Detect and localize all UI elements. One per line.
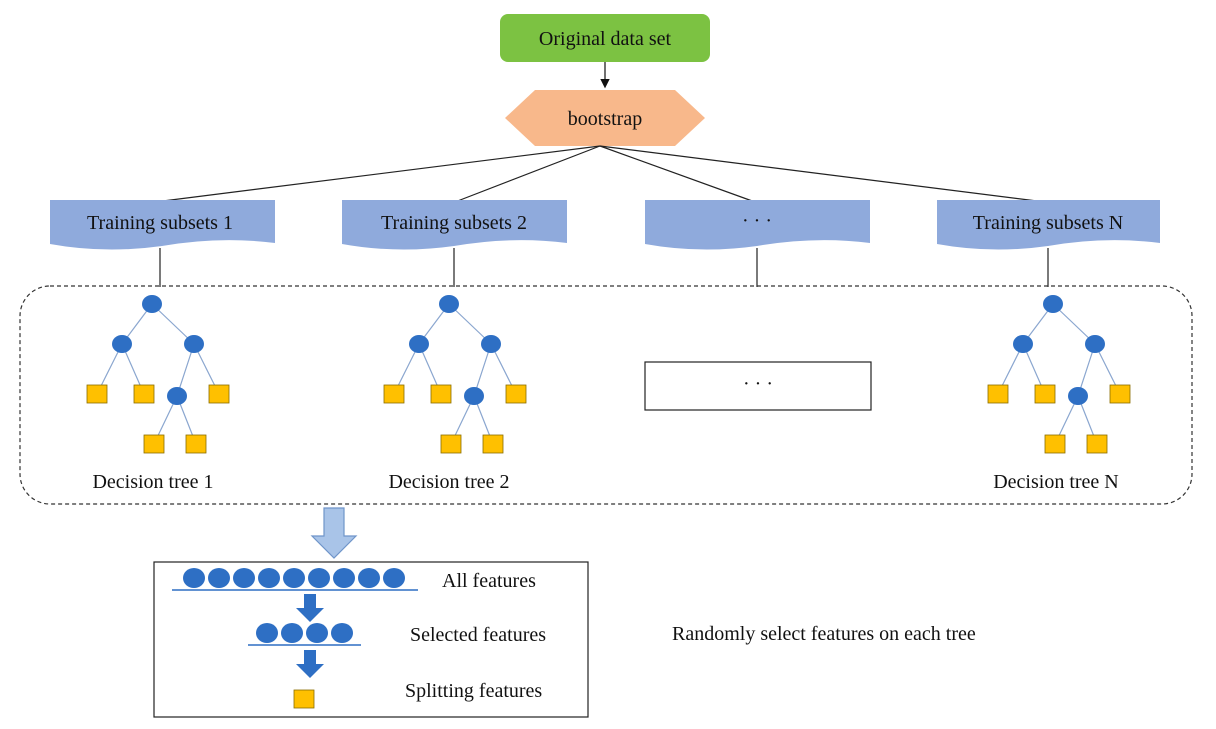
training-subset-n: Training subsets N (937, 200, 1160, 250)
tree-leaf (383, 384, 405, 404)
tree-node (167, 387, 187, 405)
original-data-set-node: Original data set (500, 14, 710, 62)
training-subset-ellipsis: · · · (645, 200, 870, 250)
selected-feature-node (256, 623, 278, 643)
feature-node (258, 568, 280, 588)
tree-edge (1077, 343, 1096, 397)
training-subset-1-label: Training subsets 1 (87, 212, 233, 234)
decision-tree-n (987, 295, 1131, 454)
tree-leaf (430, 384, 452, 404)
down-arrow-1 (296, 594, 324, 622)
all-features-nodes (183, 568, 405, 588)
tree-edge (1052, 303, 1096, 345)
subset-connectors (159, 248, 1049, 287)
training-subset-n-label: Training subsets N (973, 212, 1123, 234)
training-subset-2-label: Training subsets 2 (381, 212, 527, 234)
tree-node (142, 295, 162, 313)
feature-node (358, 568, 380, 588)
tree-leaf (1086, 434, 1108, 454)
side-note: Randomly select features on each tree (672, 623, 976, 645)
selected-feature-node (281, 623, 303, 643)
tree-node (464, 387, 484, 405)
tree-node (1068, 387, 1088, 405)
selected-features-label: Selected features (410, 624, 546, 646)
decision-tree-1-label: Decision tree 1 (92, 471, 213, 493)
tree-node (481, 335, 501, 353)
feature-node (183, 568, 205, 588)
selected-feature-node (306, 623, 328, 643)
training-subsets: Training subsets 1 Training subsets 2 · … (50, 200, 1160, 250)
feature-node (383, 568, 405, 588)
feature-node (233, 568, 255, 588)
tree-leaf (208, 384, 230, 404)
down-block-arrow (310, 507, 358, 559)
tree-leaf (86, 384, 108, 404)
tree-leaf (482, 434, 504, 454)
tree-leaf (440, 434, 462, 454)
tree-edge (448, 303, 492, 345)
tree-node (439, 295, 459, 313)
tree-leaf (1034, 384, 1056, 404)
feature-node (308, 568, 330, 588)
decision-tree-2-label: Decision tree 2 (388, 471, 509, 493)
tree-leaf (1044, 434, 1066, 454)
bootstrap-node: bootstrap (505, 90, 705, 146)
decision-tree-n-label: Decision tree N (993, 471, 1119, 493)
forest-container (19, 285, 1193, 505)
tree-node (184, 335, 204, 353)
training-subset-1: Training subsets 1 (50, 200, 275, 250)
training-subset-ellipsis-label: · · · (742, 210, 772, 232)
selected-feature-node (331, 623, 353, 643)
tree-leaf (505, 384, 527, 404)
tree-node (1043, 295, 1063, 313)
tree-node (1085, 335, 1105, 353)
tree-node (112, 335, 132, 353)
splitting-feature-leaf (293, 689, 315, 709)
splitting-features-label: Splitting features (405, 680, 542, 702)
selected-features-nodes (256, 623, 353, 643)
feature-node (283, 568, 305, 588)
down-arrow-2 (296, 650, 324, 678)
tree-leaf (987, 384, 1009, 404)
tree-node (1013, 335, 1033, 353)
tree-leaf (143, 434, 165, 454)
feature-node (333, 568, 355, 588)
tree-edge (151, 303, 195, 345)
tree-edge (176, 343, 195, 397)
decision-tree-1 (86, 295, 230, 454)
decision-tree-ellipsis: · · · (644, 361, 872, 411)
all-features-label: All features (442, 570, 536, 592)
decision-tree-2 (383, 295, 527, 454)
training-subset-2: Training subsets 2 (342, 200, 567, 250)
tree-edge (473, 343, 492, 397)
feature-node (208, 568, 230, 588)
decision-tree-ellipsis-label: · · · (743, 373, 773, 395)
tree-leaf (1109, 384, 1131, 404)
tree-leaf (133, 384, 155, 404)
bootstrap-label: bootstrap (568, 108, 642, 130)
tree-node (409, 335, 429, 353)
original-data-set-label: Original data set (539, 28, 672, 50)
tree-leaf (185, 434, 207, 454)
bootstrap-connectors (154, 145, 1046, 203)
feature-selection-panel: All features Selected features Splitting… (153, 561, 589, 718)
